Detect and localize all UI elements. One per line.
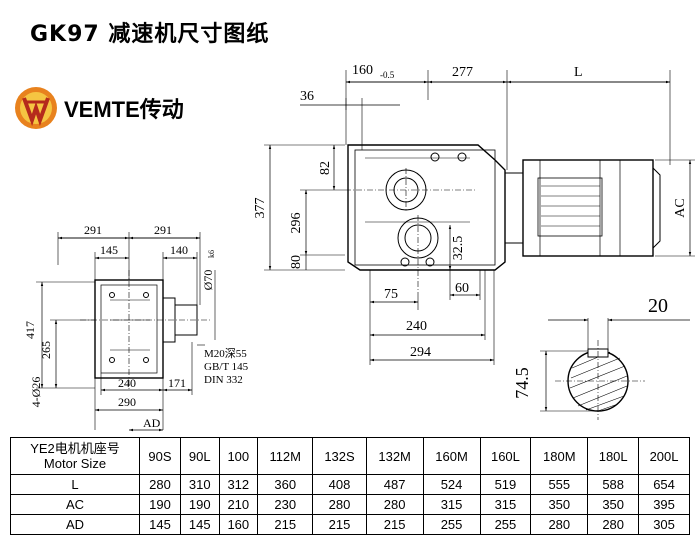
table-cell: 315	[479, 494, 532, 515]
table-header-cell: YE2电机机座号 Motor Size	[10, 437, 140, 475]
size-cell: 200L	[638, 437, 690, 475]
table-cell: 395	[638, 494, 690, 515]
dim-240: 240	[406, 319, 427, 334]
dim-36: 36	[300, 89, 314, 104]
dim-AC: AC	[673, 198, 688, 217]
table-cell: 312	[218, 474, 259, 495]
dim-290: 290	[118, 395, 136, 409]
table-cell: 210	[218, 494, 259, 515]
size-cell: 160M	[422, 437, 481, 475]
dim-417: 417	[23, 321, 37, 339]
dim-key-20: 20	[648, 295, 668, 317]
dim-265: 265	[39, 341, 53, 359]
table-cell: 360	[257, 474, 314, 495]
table-cell: 350	[530, 494, 589, 515]
side-view	[264, 70, 695, 365]
dim-377: 377	[253, 198, 268, 219]
table-cell: 280	[365, 494, 424, 515]
table-cell: 310	[179, 474, 220, 495]
dim-L: L	[574, 65, 583, 80]
row-label: AD	[10, 514, 140, 535]
table-cell: 230	[257, 494, 314, 515]
dim-32-5: 32.5	[451, 236, 466, 261]
dim-145: 145	[100, 243, 118, 257]
note-standard-gb: GB/T 145	[204, 361, 249, 373]
size-cell: 100	[218, 437, 259, 475]
dim-277: 277	[452, 65, 473, 80]
table-cell: 555	[530, 474, 589, 495]
table-cell: 654	[638, 474, 690, 495]
size-cell: 180M	[530, 437, 589, 475]
dim-d70: Ø70	[201, 270, 215, 291]
dim-60: 60	[455, 281, 469, 296]
table-cell: 160	[218, 514, 259, 535]
motor-size-table: YE2电机机座号 Motor Size 90S 90L 100 112M 132…	[10, 437, 690, 535]
size-cell: 90S	[139, 437, 181, 475]
table-cell: 315	[422, 494, 481, 515]
table-row: AC 190 190 210 230 280 280 315 315 350 3…	[10, 494, 690, 515]
size-cell: 132M	[365, 437, 424, 475]
front-view	[36, 232, 216, 432]
dim-160: 160	[352, 63, 373, 78]
table-cell: 524	[422, 474, 481, 495]
table-cell: 215	[257, 514, 314, 535]
table-cell: 280	[587, 514, 640, 535]
table-row: L 280 310 312 360 408 487 524 519 555 58…	[10, 474, 690, 495]
dim-296: 296	[289, 213, 304, 234]
size-cell: 132S	[312, 437, 367, 475]
dim-front-240: 240	[118, 376, 136, 390]
technical-drawing: 160 -0.5 277 L 36 82 296 377 32.5 80 AC …	[23, 63, 695, 432]
size-cell: 160L	[479, 437, 532, 475]
table-cell: 145	[179, 514, 220, 535]
dim-4-d26: 4-Ø26	[29, 377, 43, 408]
row-label: L	[10, 474, 140, 495]
dim-140: 140	[170, 243, 188, 257]
table-cell: 255	[422, 514, 481, 535]
table-cell: 280	[139, 474, 181, 495]
table-header-row: YE2电机机座号 Motor Size 90S 90L 100 112M 132…	[10, 437, 690, 475]
table-row: AD 145 145 160 215 215 215 255 255 280 2…	[10, 514, 690, 535]
dim-82: 82	[318, 161, 333, 175]
table-cell: 255	[479, 514, 532, 535]
row-label: AC	[10, 494, 140, 515]
table-cell: 350	[587, 494, 640, 515]
dim-80: 80	[289, 255, 304, 269]
note-thread: M20深55	[204, 347, 247, 360]
table-cell: 487	[365, 474, 424, 495]
dim-291-left: 291	[84, 223, 102, 237]
table-cell: 588	[587, 474, 640, 495]
table-cell: 190	[179, 494, 220, 515]
brand-name: VEMTE传动	[64, 97, 184, 122]
vemte-emblem-icon	[15, 87, 57, 129]
dim-74-5: 74.5	[512, 367, 532, 399]
shaft-section	[540, 318, 690, 420]
dim-160-tol: -0.5	[380, 70, 395, 80]
table-cell: 280	[530, 514, 589, 535]
size-cell: 112M	[257, 437, 314, 475]
note-standard-din: DIN 332	[204, 374, 243, 386]
table-cell: 215	[312, 514, 367, 535]
table-cell: 305	[638, 514, 690, 535]
table-cell: 215	[365, 514, 424, 535]
dim-291-right: 291	[154, 223, 172, 237]
table-cell: 519	[479, 474, 532, 495]
drawing-title: GK97 减速机尺寸图纸	[30, 22, 270, 47]
size-cell: 180L	[587, 437, 640, 475]
size-cell: 90L	[179, 437, 220, 475]
table-cell: 408	[312, 474, 367, 495]
table-cell: 190	[139, 494, 181, 515]
dim-171: 171	[168, 376, 186, 390]
dim-75: 75	[384, 287, 398, 302]
dim-AD: AD	[143, 416, 161, 430]
dim-d70-tol: k6	[207, 250, 216, 258]
table-cell: 145	[139, 514, 181, 535]
table-cell: 280	[312, 494, 367, 515]
dim-294: 294	[410, 345, 431, 360]
brand-logo: VEMTE传动	[14, 86, 184, 130]
